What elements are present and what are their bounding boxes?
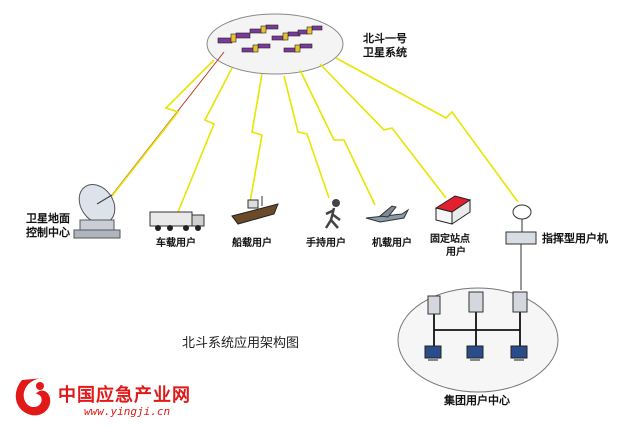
- server-icon: [427, 295, 441, 315]
- command-terminal-label: 指挥型用户机: [542, 232, 608, 245]
- signal-link-fixed: [319, 63, 447, 199]
- handheld-user-label: 手持用户: [306, 238, 346, 249]
- server-icon: [512, 291, 528, 313]
- satellite-icon: [249, 24, 279, 34]
- computer-icons: [424, 345, 528, 361]
- satellite-label-line1: 北斗一号: [363, 32, 407, 45]
- signal-link-aircraft: [299, 69, 376, 206]
- satellite-icon: [241, 43, 271, 53]
- watermark-brand: 中国应急产业网: [58, 385, 191, 406]
- handheld-user-icon: [324, 199, 341, 229]
- ship-user-label: 船载用户: [232, 238, 272, 249]
- fixed-station-icon: [434, 195, 472, 225]
- brand-logo-icon: [15, 378, 51, 416]
- fixed-station-label-line1: 固定站点: [430, 234, 470, 245]
- signal-links: [111, 57, 519, 213]
- signal-link-ship: [249, 73, 263, 203]
- ground-station-label-line1: 卫星地面: [26, 212, 70, 225]
- aircraft-icon: [365, 205, 410, 223]
- server-icons: [427, 291, 528, 315]
- diagram-caption: 北斗系统应用架构图: [182, 336, 300, 351]
- server-icon: [468, 291, 484, 313]
- group-network: [433, 312, 521, 352]
- signal-link-command: [335, 57, 519, 203]
- vehicle-user-label: 车载用户: [156, 238, 196, 249]
- satellite-icon: [283, 43, 313, 53]
- signal-link-vehicle: [177, 67, 233, 213]
- ship-icon: [231, 196, 279, 225]
- group-center-label: 集团用户中心: [444, 394, 510, 407]
- fixed-station-label-line2: 用户: [446, 247, 466, 258]
- computer-icon: [466, 345, 484, 361]
- ground-station-label-line2: 控制中心: [26, 226, 70, 239]
- satellite-constellation-ellipse: [206, 13, 344, 75]
- watermark-site: www.yingji.cn: [84, 405, 171, 418]
- satellite-icon: [217, 32, 251, 44]
- computer-icon: [510, 345, 528, 361]
- aircraft-user-label: 机载用户: [372, 238, 412, 249]
- command-terminal-icon: [505, 204, 537, 290]
- signal-link-handheld: [283, 75, 330, 199]
- satellite-dish-icon: [73, 184, 121, 239]
- truck-icon: [149, 211, 205, 231]
- satellite-label-line2: 卫星系统: [363, 46, 407, 59]
- satellite-icon: [297, 25, 323, 35]
- satellite-icons: [217, 24, 323, 53]
- computer-icon: [424, 345, 442, 361]
- signal-link-ground: [111, 59, 215, 197]
